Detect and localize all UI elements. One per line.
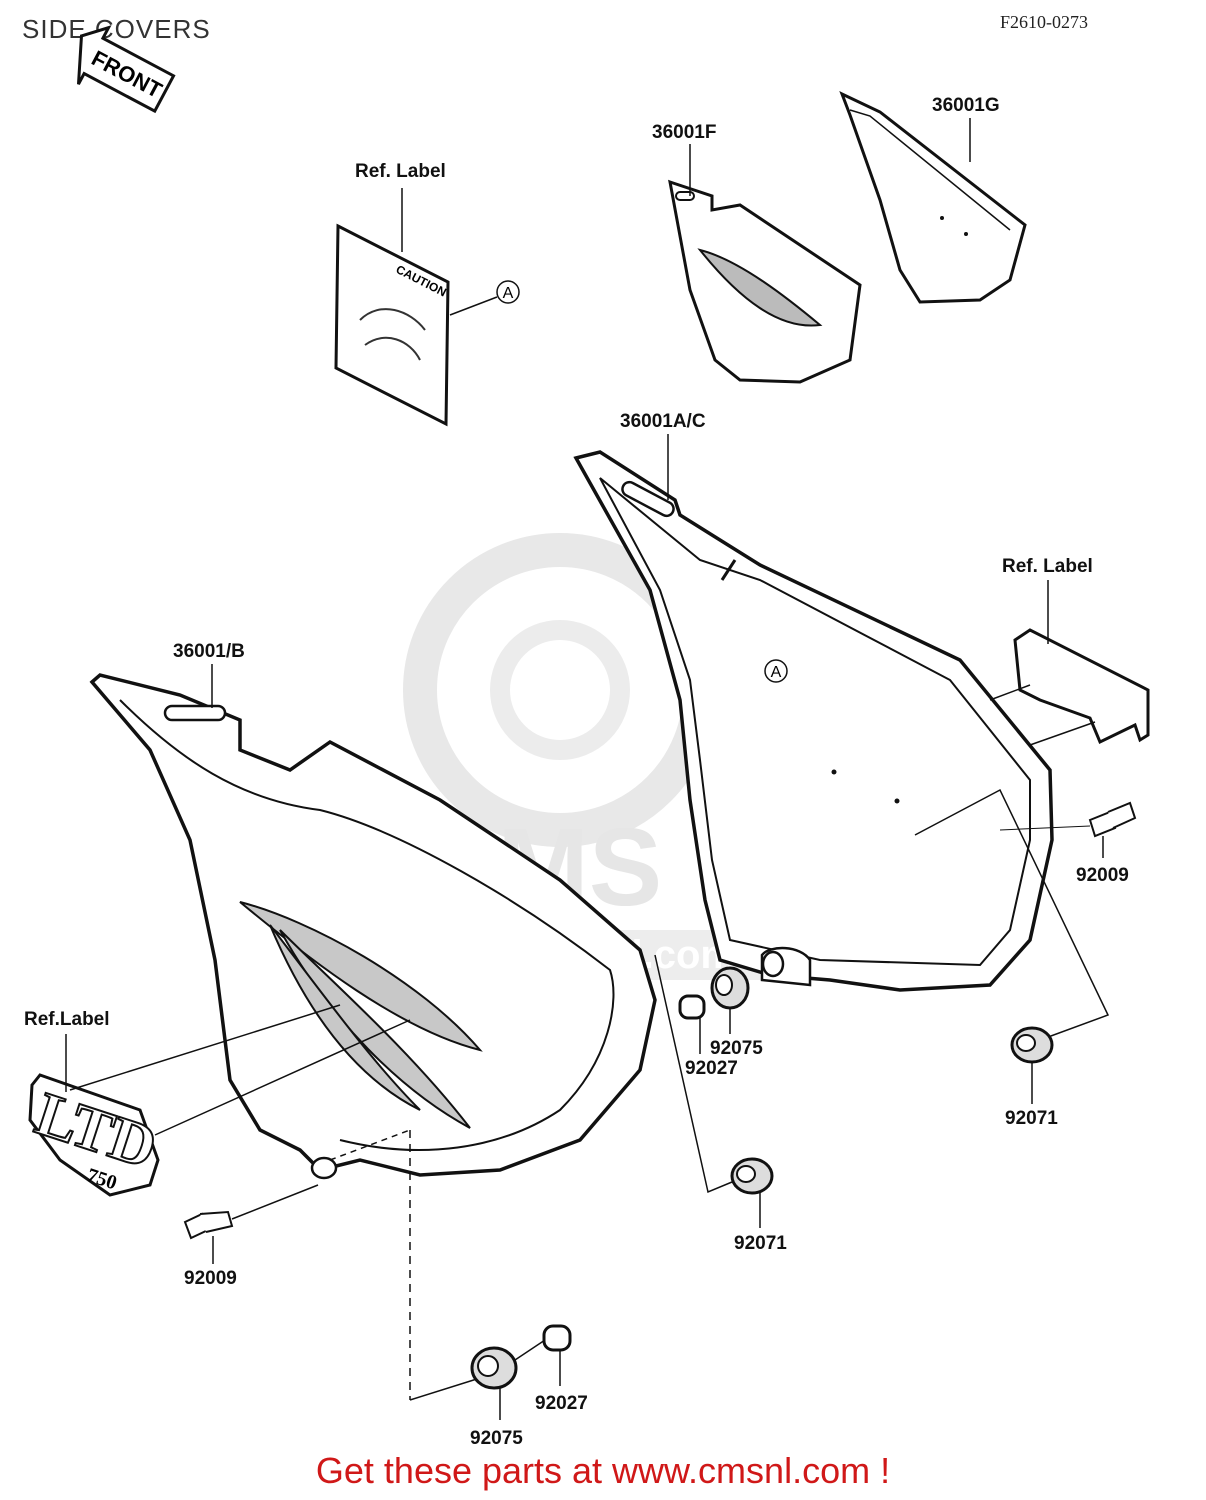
caution-label-part: CAUTION xyxy=(334,223,498,427)
callout-92009-right: 92009 xyxy=(1076,865,1129,886)
ref-marker-a-top: A xyxy=(503,285,514,302)
grommet-92071-right xyxy=(1010,1026,1054,1064)
callout-36001g: 36001G xyxy=(932,95,1000,116)
ref-marker-a-cover: A xyxy=(771,664,782,681)
ref-label-right-part xyxy=(989,628,1150,746)
callout-ref-label-top: Ref. Label xyxy=(355,161,446,182)
callout-92075-bottom: 92075 xyxy=(470,1428,523,1449)
side-cover-36001b xyxy=(89,673,657,1180)
callout-ref-label-left: Ref.Label xyxy=(24,1009,110,1030)
page-title: SIDE COVERS xyxy=(22,14,211,44)
side-cover-36001g xyxy=(839,91,1027,304)
figure-code: F2610-0273 xyxy=(1000,12,1089,32)
leader-bottom-grommet xyxy=(409,1377,481,1401)
grommet-92071-lower xyxy=(730,1157,774,1195)
collar-92027-mid xyxy=(678,994,706,1020)
bolt-92009-right xyxy=(999,801,1137,838)
callout-92009-left: 92009 xyxy=(184,1268,237,1289)
front-arrow: FRONT xyxy=(76,25,176,114)
callout-92071-right: 92071 xyxy=(1005,1108,1058,1129)
promo-link[interactable]: Get these parts at www.cmsnl.com ! xyxy=(315,1450,891,1491)
callout-ref-label-right: Ref. Label xyxy=(1002,556,1093,577)
callout-36001b: 36001/B xyxy=(173,641,245,662)
bolt-92009-left xyxy=(183,1184,319,1240)
callout-36001f: 36001F xyxy=(652,122,717,143)
grommet-92075-bottom xyxy=(470,1346,518,1390)
callout-92071-lower: 92071 xyxy=(734,1233,787,1254)
callout-leaders xyxy=(65,118,1104,1420)
callout-92027-bottom: 92027 xyxy=(535,1393,588,1414)
grommet-92075-mid xyxy=(710,966,750,1010)
leader-grommet-lower xyxy=(654,954,733,1194)
leader-grommet-right xyxy=(914,788,1110,1041)
callout-92027-mid: 92027 xyxy=(685,1058,738,1079)
side-cover-36001ac xyxy=(573,450,1054,992)
side-cover-36001f xyxy=(668,179,862,384)
callout-36001ac: 36001A/C xyxy=(620,411,706,432)
collar-92027-bottom xyxy=(542,1324,572,1352)
callout-92075-mid: 92075 xyxy=(710,1038,763,1059)
